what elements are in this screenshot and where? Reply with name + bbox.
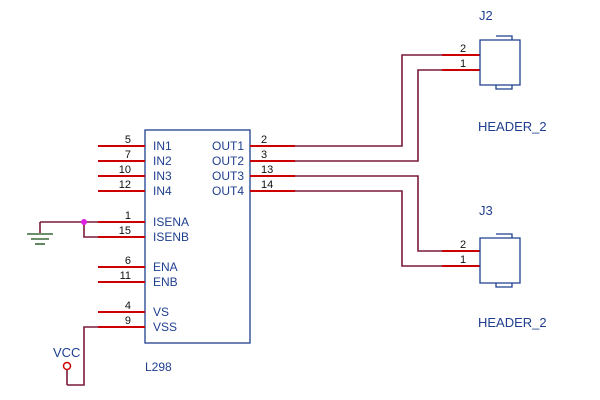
pin-label: IN2 [153,154,172,168]
pin-number: 10 [119,164,131,176]
pin-label: ENB [153,275,178,289]
wire-out4 [295,190,480,267]
pin-number: 13 [261,164,273,176]
ground-icon [27,233,53,245]
ic-right-pins: 2 3 13 14 OUT1 OUT2 OUT3 OUT4 [212,134,295,198]
pin-label: OUT3 [212,169,244,183]
pin-label: ISENB [153,230,189,244]
pin-label: VSS [153,320,177,334]
pin-number: 3 [261,149,267,161]
pin-number: 2 [261,134,267,146]
pin-number: 7 [125,149,131,161]
pin-number: 12 [119,179,131,191]
pin-number: 4 [125,300,131,312]
pin-number: 6 [125,255,131,267]
connector-body [479,35,521,90]
pin-number: 2 [460,239,466,251]
pin-label: VS [153,305,169,319]
pin-label: OUT4 [212,184,244,198]
junction-dot [81,219,87,225]
wire-isenb [83,222,98,238]
pin-number: 11 [120,270,131,282]
connector-value: HEADER_2 [478,119,547,134]
wire-out2 [295,69,480,162]
connector-ref: J3 [479,203,493,218]
connector-j2: J2 2 1 HEADER_2 [442,8,547,134]
pin-number: 15 [119,225,131,237]
wire-out1 [295,54,480,147]
pin-label: OUT2 [212,154,244,168]
ic-part-name: L298 [145,360,172,374]
connector-body [479,233,521,288]
pin-label: IN3 [153,169,172,183]
vcc-net: VCC [53,326,98,386]
wire-out3 [295,175,480,252]
ic-left-pins: 5 7 10 12 1 15 6 11 4 9 IN1 IN2 IN3 IN4 … [98,134,189,334]
pin-label: OUT1 [212,139,244,153]
pin-number: 1 [125,210,131,222]
pin-label: IN1 [153,139,172,153]
pin-number: 14 [261,179,273,191]
pin-number: 9 [125,315,131,327]
pin-label: ISENA [153,215,189,229]
pin-label: IN4 [153,184,172,198]
pin-number: 1 [460,58,466,70]
ground-net [39,219,98,238]
connector-ref: J2 [479,8,493,23]
wire-vcc-to-vss [67,326,98,386]
connector-j3: J3 2 1 HEADER_2 [442,203,547,330]
pin-label: ENA [153,260,178,274]
vcc-terminal-icon [62,361,72,371]
connector-value: HEADER_2 [478,315,547,330]
vcc-label: VCC [53,345,80,360]
pin-number: 5 [125,134,131,146]
pin-number: 2 [460,43,466,55]
pin-number: 1 [460,254,466,266]
output-wires [295,54,480,267]
